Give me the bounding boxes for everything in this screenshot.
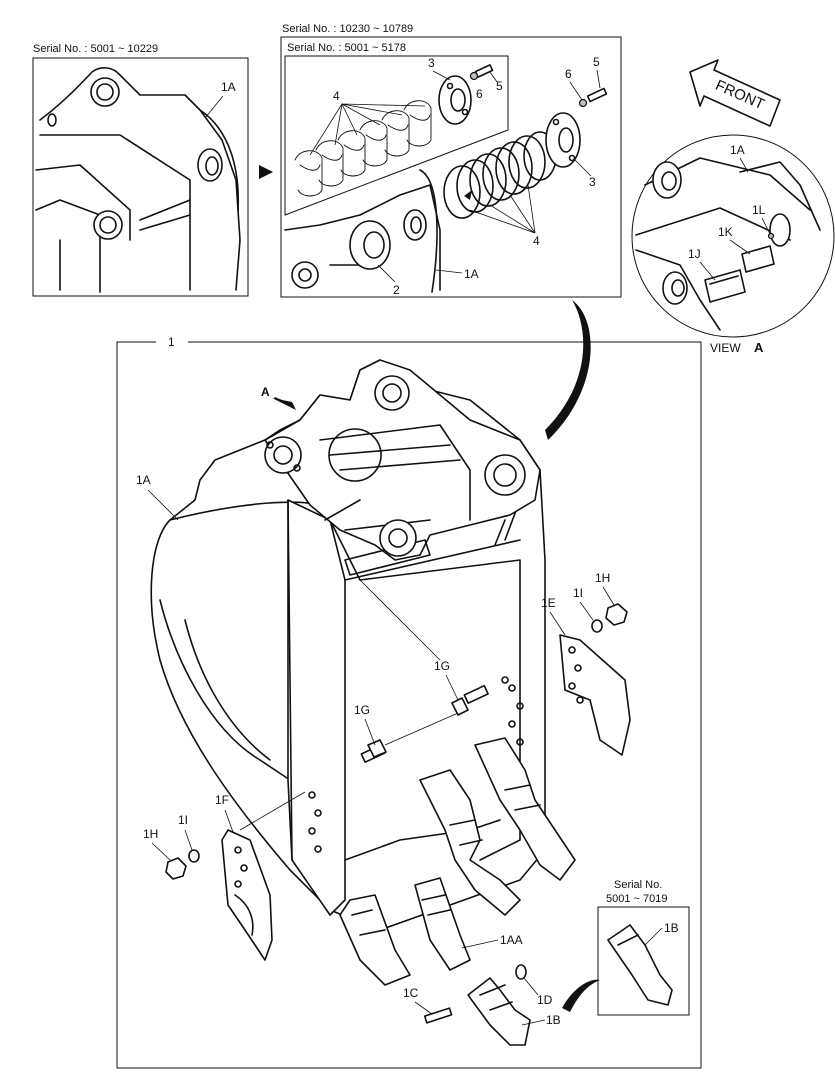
label-5-a: 5	[496, 79, 503, 93]
label-5-b: 5	[593, 55, 600, 69]
connector-arc	[545, 300, 591, 440]
bolt-1G-upper	[463, 684, 489, 704]
label-1I-left: 1I	[178, 813, 188, 827]
washer-6	[578, 98, 588, 108]
main-label-gap	[156, 334, 188, 350]
bucket-drawing: Serial No. 5001 ~ 7019 A	[150, 359, 690, 1046]
side-plate	[287, 499, 346, 916]
label-1H-right: 1H	[595, 571, 610, 585]
label-3-a: 3	[428, 56, 435, 70]
serial-mid-inner-caption: Serial No. : 5001 ~ 5178	[287, 42, 406, 54]
pin-flange-subframe	[438, 75, 472, 125]
side-cutter-1F	[221, 829, 273, 961]
washer-1I-left	[188, 849, 200, 863]
label-3-b: 3	[589, 175, 596, 189]
nut-1H-left	[165, 857, 187, 880]
bolt-5	[586, 87, 608, 103]
retainer-1D	[515, 964, 527, 980]
label-1: 1	[168, 335, 175, 349]
label-1G-upper: 1G	[434, 659, 450, 673]
tooth-1B-alt	[607, 924, 673, 1006]
plate-1K	[741, 245, 775, 273]
label-1A-main: 1A	[136, 473, 151, 487]
label-1A-view: 1A	[730, 143, 745, 157]
tooth-1B	[467, 977, 531, 1046]
inset-middle: Serial No. : 10230 ~ 10789 Serial No. : …	[280, 23, 622, 298]
serial-1B-line2: 5001 ~ 7019	[606, 893, 667, 905]
mark-1L	[767, 232, 775, 240]
top-bracket	[264, 359, 541, 561]
arrow-a-label: A	[261, 385, 270, 399]
serial-1B-line1: Serial No.	[614, 879, 662, 891]
nut-1H-right	[605, 603, 628, 626]
pin-1C	[423, 1007, 453, 1024]
leader-4-a	[309, 103, 426, 156]
label-1AA: 1AA	[500, 933, 523, 947]
front-arrow-icon	[689, 59, 781, 127]
view-a-detail: 1A 1L 1K 1J VIEW A	[631, 134, 835, 355]
leader-4-b	[469, 184, 536, 234]
label-1G-lower: 1G	[354, 703, 370, 717]
flange-3	[545, 112, 581, 168]
front-indicator: FRONT	[689, 59, 781, 127]
boss-right	[484, 454, 526, 496]
label-1I-right: 1I	[573, 586, 583, 600]
serial-mid-top-caption: Serial No. : 10230 ~ 10789	[282, 23, 413, 35]
label-1B-main: 1B	[546, 1013, 561, 1027]
label-1A-inset-left: 1A	[221, 80, 236, 94]
label-1E: 1E	[541, 596, 556, 610]
label-1F: 1F	[215, 793, 229, 807]
boss-bottom	[379, 519, 417, 557]
adapter-1AA	[414, 877, 471, 971]
label-1A-inset-mid: 1A	[464, 267, 479, 281]
serial-left-caption: Serial No. : 5001 ~ 10229	[33, 43, 158, 55]
label-2: 2	[393, 283, 400, 297]
washer-1I-right	[591, 619, 603, 633]
leader-1A-inset-left	[204, 95, 224, 119]
label-1H-left: 1H	[143, 827, 158, 841]
label-4-b: 4	[533, 234, 540, 248]
transition-arrow-icon	[259, 165, 273, 179]
label-1B-inset: 1B	[664, 921, 679, 935]
label-1C: 1C	[403, 986, 419, 1000]
arrow-a-icon	[272, 398, 296, 410]
inset-left: Serial No. : 5001 ~ 10229 1A	[32, 43, 249, 297]
label-6-a: 6	[476, 87, 483, 101]
shim-clips	[294, 100, 432, 197]
main-assembly-frame	[116, 341, 702, 1069]
boss-left	[264, 436, 302, 474]
label-1L: 1L	[752, 203, 766, 217]
boss-top	[374, 375, 410, 411]
small-arrow-icon	[464, 190, 472, 200]
label-1J: 1J	[688, 247, 701, 261]
inset-left-bracket-drawing	[35, 67, 241, 293]
label-1K: 1K	[718, 225, 733, 239]
bushing-2	[349, 220, 391, 270]
teeth	[339, 737, 576, 986]
label-1D: 1D	[537, 993, 553, 1007]
view-label: VIEW	[710, 341, 741, 355]
label-4-a: 4	[333, 89, 340, 103]
view-letter: A	[754, 340, 764, 355]
label-6-b: 6	[565, 67, 572, 81]
washer-6-subframe	[469, 71, 479, 81]
inset-1B-arrow-icon	[562, 979, 600, 1012]
plate-1J	[704, 269, 746, 303]
